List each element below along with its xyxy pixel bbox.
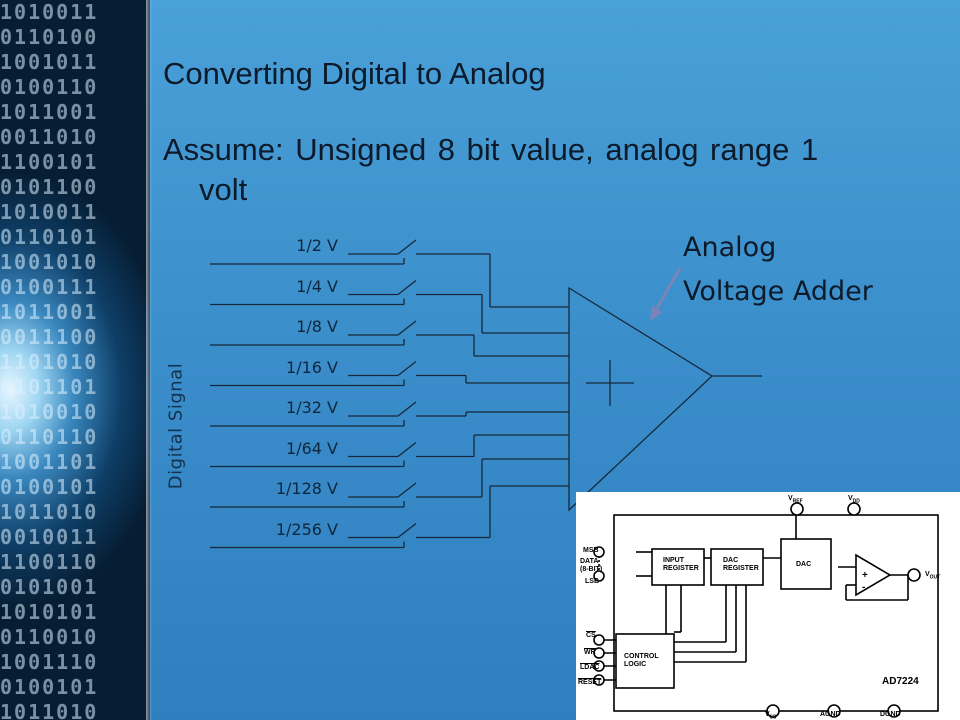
part-number-label: AD7224 — [882, 676, 919, 687]
tunnel-edge-highlight — [146, 0, 152, 720]
ldac-pin-label: LDAC — [580, 664, 600, 671]
summing-amplifier-triangle — [568, 286, 714, 512]
bit-label: 1/64 V — [286, 438, 338, 458]
switch-wires — [210, 239, 569, 549]
switch-blade — [397, 522, 417, 539]
opamp-plus-label: + — [862, 570, 868, 581]
opamp-minus-label: - — [862, 582, 866, 593]
slide-title: Converting Digital to Analog — [163, 56, 546, 91]
annotation-line-1: Analog — [683, 232, 777, 263]
binary-tunnel-image: 1010011 0110100 1001011 0100110 1011001 … — [0, 0, 150, 720]
switch-blade — [397, 239, 417, 255]
bit-label: 1/8 V — [296, 317, 338, 336]
binary-digits-decoration: 1010011 0110100 1001011 0100110 1011001 … — [0, 0, 99, 720]
voltage-adder-annotation: Analog Voltage Adder — [683, 226, 873, 314]
switch-blade — [397, 279, 417, 296]
vout-pin-label: VOUT — [925, 571, 941, 581]
cs-pin-label: CS — [586, 632, 596, 639]
dgnd-pin-label: DGND — [880, 711, 901, 718]
assumption-line-1: Assume: Unsigned 8 bit value, analog ran… — [163, 132, 819, 167]
wr-pin-label: WR — [584, 649, 596, 656]
switch-blade — [397, 401, 417, 417]
reset-pin-label: RESET — [578, 679, 602, 686]
assumption-line-2: volt — [199, 172, 248, 207]
switch-blade — [397, 360, 417, 377]
vdd-pin-label: VDD — [848, 495, 860, 505]
bit-label: 1/128 V — [275, 479, 338, 498]
switch-blade — [397, 441, 417, 458]
chip-schematic — [593, 502, 939, 718]
annotation-line-2: Voltage Adder — [683, 276, 873, 307]
bit-label: 1/16 V — [286, 357, 338, 377]
annotation-arrow — [650, 267, 682, 321]
switch-blade — [397, 320, 417, 336]
dac-label: DAC — [796, 561, 812, 568]
bit-label: 1/256 V — [275, 519, 338, 539]
bit-label: 1/4 V — [296, 276, 338, 296]
amplifier-plus-sign — [586, 360, 634, 406]
msb-pin-label: MSB — [583, 547, 599, 554]
vref-pin-label: VREF — [788, 495, 803, 505]
bit-label: 1/32 V — [286, 398, 338, 417]
bit-label: 1/2 V — [296, 236, 338, 255]
lsb-pin-label: LSB — [585, 578, 599, 585]
switch-blade — [397, 482, 417, 498]
assumption-text: Assume: Unsigned 8 bit value, analog ran… — [163, 130, 943, 210]
agnd-pin-label: AGND — [820, 711, 841, 718]
vss-pin-label: VSS — [765, 711, 777, 720]
data-pin-label: DATA(8-BIT) — [580, 558, 603, 573]
